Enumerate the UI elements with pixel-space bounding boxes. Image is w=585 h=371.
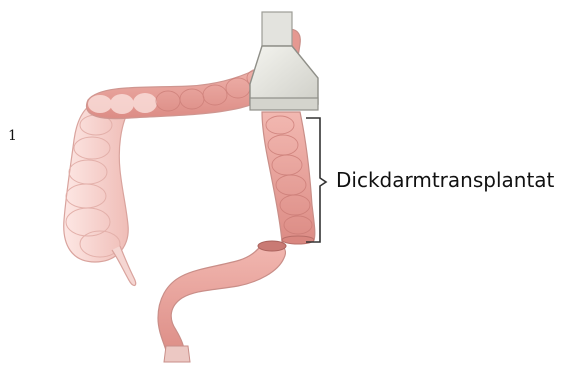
ascending-colon [64,98,136,286]
graft-label: Dickdarmtransplantat [336,168,554,192]
figure-number: 1 [8,128,17,144]
sigmoid-colon-rectum [158,241,286,362]
colon-graft-segment [262,112,315,244]
surgical-clamp [250,12,318,110]
